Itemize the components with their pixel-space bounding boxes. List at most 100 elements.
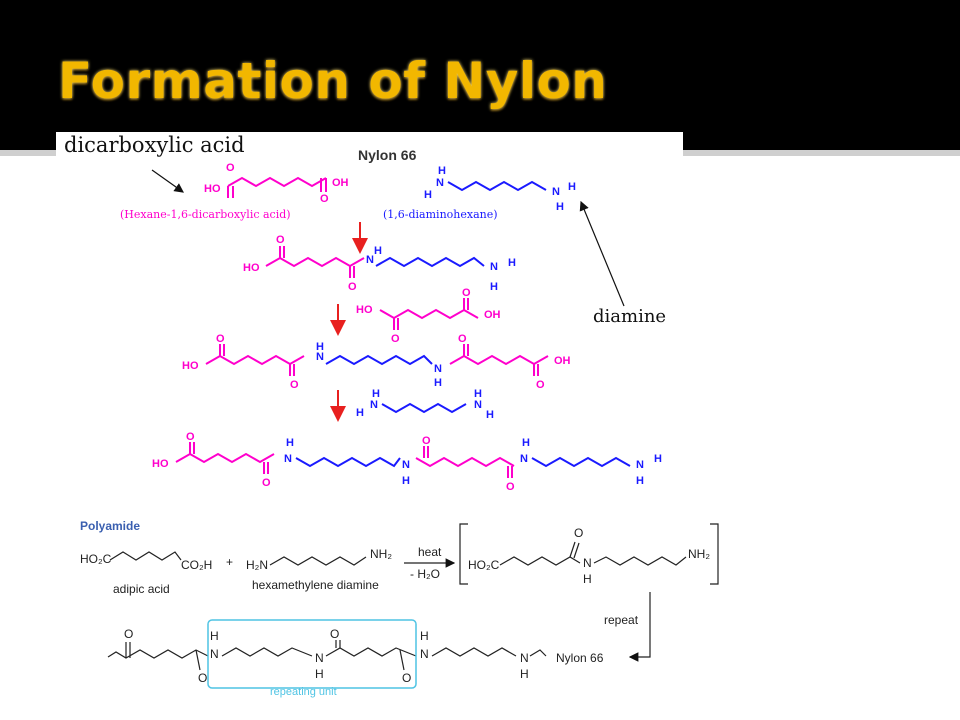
polymer-h-2: H xyxy=(315,667,324,681)
adipic-co2h: CO₂H xyxy=(181,558,212,572)
product-o: O xyxy=(574,526,583,540)
acid-ho-label: HO xyxy=(204,183,221,195)
diamine-structure xyxy=(447,180,547,192)
added-acid-o: O xyxy=(391,333,400,345)
row3-n-2: N xyxy=(402,459,410,471)
added-diamine-n-2: N xyxy=(474,399,482,411)
bottom-bonds xyxy=(107,523,719,671)
hmd-label: hexamethylene diamine xyxy=(252,578,379,592)
acid-name-label: (Hexane-1,6-dicarboxylic acid) xyxy=(120,208,291,221)
added-diamine-structure xyxy=(381,402,467,414)
row3-ho: HO xyxy=(152,458,169,470)
added-acid-structure xyxy=(379,298,479,330)
amine-h-label-3: H xyxy=(568,181,576,193)
amine-h-label: H xyxy=(438,165,446,177)
amine-name-label: (1,6-diaminohexane) xyxy=(383,208,498,221)
row3-n: N xyxy=(284,453,292,465)
added-diamine-n: N xyxy=(370,399,378,411)
row2-o-3: O xyxy=(458,333,467,345)
row2-o-2: O xyxy=(290,379,299,391)
intermediate-1-structure xyxy=(265,246,485,278)
row3-h-3: H xyxy=(522,437,530,449)
row2-o-4: O xyxy=(536,379,545,391)
row1-h-3: H xyxy=(490,281,498,293)
repeating-unit-label: repeating unit xyxy=(270,686,337,698)
product-n: N xyxy=(583,556,592,570)
polymer-n-3: N xyxy=(420,647,429,661)
acid-o-label-2: O xyxy=(320,193,329,205)
row3-h: H xyxy=(286,437,294,449)
intermediate-3-structure xyxy=(175,442,631,478)
diamine-pointer xyxy=(579,200,625,307)
row3-o: O xyxy=(186,431,195,443)
intermediate-2-structure xyxy=(205,344,549,376)
polymer-o-2: O xyxy=(198,671,207,685)
acid-o-label: O xyxy=(226,162,235,174)
nylon66-heading: Nylon 66 xyxy=(358,147,417,163)
product-nh2: NH₂ xyxy=(688,547,710,561)
dicarboxylic-acid-label: dicarboxylic acid xyxy=(64,133,245,157)
product-h: H xyxy=(583,572,592,586)
row3-o-3: O xyxy=(422,435,431,447)
polymer-n-4: N xyxy=(520,651,529,665)
amine-h-label-4: H xyxy=(556,201,564,213)
hmd-nh2: NH₂ xyxy=(370,547,392,561)
row1-ho: HO xyxy=(243,262,260,274)
row3-o-4: O xyxy=(506,481,515,493)
added-diamine-h: H xyxy=(372,388,380,400)
row1-h: H xyxy=(374,245,382,257)
plus-sign: + xyxy=(226,555,233,569)
nylon66-reaction-image xyxy=(56,132,683,492)
polymer-h-3: H xyxy=(420,629,429,643)
row1-n-2: N xyxy=(490,261,498,273)
row1-o-2: O xyxy=(348,281,357,293)
minus-water-label: - H₂O xyxy=(410,567,440,581)
polymer-n-1: N xyxy=(210,647,219,661)
heat-label: heat xyxy=(418,545,442,559)
added-diamine-h-4: H xyxy=(486,409,494,421)
row2-h-2: H xyxy=(434,377,442,389)
row3-h-2: H xyxy=(402,475,410,487)
row1-n: N xyxy=(366,254,374,266)
row3-h-4: H xyxy=(654,453,662,465)
adipic-acid-structure xyxy=(227,176,327,198)
added-acid-oh: OH xyxy=(484,309,501,321)
repeating-unit-box xyxy=(207,619,417,689)
polymer-h-4: H xyxy=(520,667,529,681)
added-acid-ho: HO xyxy=(356,304,373,316)
row3-h-5: H xyxy=(636,475,644,487)
row2-ho: HO xyxy=(182,360,199,372)
amine-n-label: N xyxy=(436,177,444,189)
hmd-h2n: H₂N xyxy=(246,558,268,572)
diamine-label: diamine xyxy=(593,306,667,327)
nylon66-label: Nylon 66 xyxy=(556,651,604,665)
row2-n-2: N xyxy=(434,363,442,375)
row3-o-2: O xyxy=(262,477,271,489)
adipic-ho2c: HO₂C xyxy=(80,552,112,566)
amine-h-label-2: H xyxy=(424,189,432,201)
row3-n-4: N xyxy=(636,459,644,471)
added-acid-o-2: O xyxy=(462,287,471,299)
product-ho2c: HO₂C xyxy=(468,558,500,572)
row2-o: O xyxy=(216,333,225,345)
added-diamine-h-2: H xyxy=(356,407,364,419)
slide-title: Formation of Nylon xyxy=(58,52,608,110)
polymer-o-3: O xyxy=(330,627,339,641)
adipic-acid-label: adipic acid xyxy=(113,582,170,596)
row1-h-2: H xyxy=(508,257,516,269)
polymer-o-4: O xyxy=(402,671,411,685)
row3-n-3: N xyxy=(520,453,528,465)
row2-oh: OH xyxy=(554,355,571,367)
amine-n-label-2: N xyxy=(552,186,560,198)
row1-o: O xyxy=(276,234,285,246)
polyamide-heading: Polyamide xyxy=(80,519,140,533)
acid-oh-label: OH xyxy=(332,177,349,189)
dicarboxylic-pointer xyxy=(151,169,184,193)
added-diamine-h-3: H xyxy=(474,388,482,400)
polymer-o-1: O xyxy=(124,627,133,641)
polymer-h-1: H xyxy=(210,629,219,643)
polymer-n-2: N xyxy=(315,651,324,665)
row2-n: N xyxy=(316,351,324,363)
repeat-label: repeat xyxy=(604,613,639,627)
